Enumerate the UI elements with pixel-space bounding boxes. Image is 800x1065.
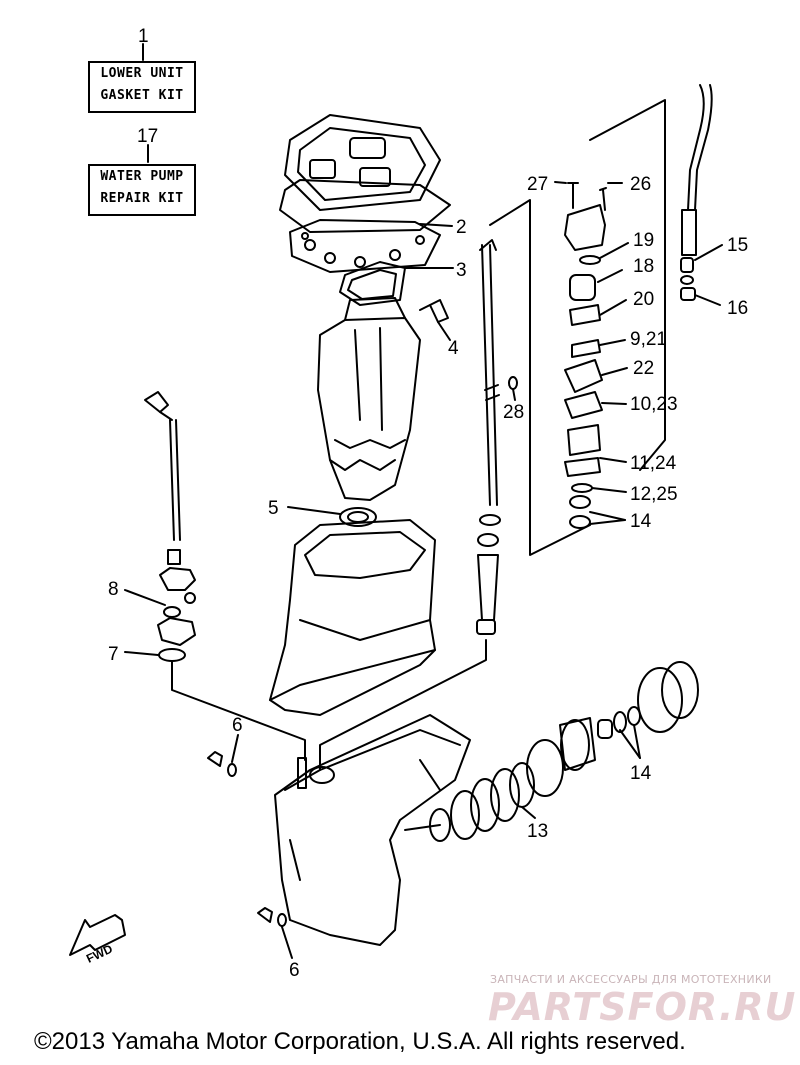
kit-1-line2: GASKET KIT: [100, 88, 184, 103]
upper-casing: [317, 297, 421, 501]
watermark-brand: PARTSFOR.RU: [488, 985, 797, 1029]
kit-17-line1: WATER PUMP: [100, 169, 184, 184]
water-tube: [680, 84, 713, 301]
callout-14-upper: 14: [630, 511, 652, 532]
kit-17-line2: REPAIR KIT: [100, 191, 184, 206]
callout-11-24: 11,24: [630, 453, 677, 474]
drive-shaft: [476, 239, 501, 635]
callout-8: 8: [108, 579, 119, 600]
callout-4: 4: [448, 338, 459, 359]
callout-22: 22: [633, 358, 654, 379]
callout-16: 16: [727, 298, 748, 319]
gasket-3: [339, 261, 406, 306]
callout-20: 20: [633, 289, 654, 310]
gasket-plate-top: [279, 114, 451, 233]
callout-1: 1: [138, 26, 149, 47]
callout-26: 26: [630, 174, 651, 195]
callout-10-23: 10,23: [630, 394, 678, 415]
kit-1-line1: LOWER UNIT: [100, 66, 184, 81]
callout-14-lower: 14: [630, 763, 652, 784]
fwd-arrow-icon: [69, 914, 126, 956]
callout-28: 28: [503, 402, 524, 423]
bolt-6-lower: [257, 907, 287, 927]
callout-5: 5: [268, 498, 279, 519]
callout-9-21: 9,21: [630, 329, 667, 350]
water-pump-repair-kit-label: WATER PUMP REPAIR KIT: [88, 164, 196, 216]
bolt-6-upper: [207, 751, 237, 777]
callout-12-25: 12,25: [630, 484, 678, 505]
callout-6-upper: 6: [232, 715, 243, 736]
extension-housing: [269, 519, 436, 716]
water-pump-assembly: [564, 182, 607, 529]
lower-unit-casing: [274, 714, 471, 946]
callout-18: 18: [633, 256, 654, 277]
callout-13: 13: [527, 821, 548, 842]
callout-19: 19: [633, 230, 654, 251]
callout-27: 27: [527, 174, 548, 195]
shift-rod-assembly: [144, 391, 196, 662]
callout-2: 2: [456, 217, 467, 238]
copyright-notice: ©2013 Yamaha Motor Corporation, U.S.A. A…: [34, 1028, 686, 1055]
gasket-2: [289, 219, 441, 273]
callout-7: 7: [108, 644, 119, 665]
callout-6-lower: 6: [289, 960, 300, 981]
watermark-tagline: ЗАПЧАСТИ И АКСЕССУАРЫ ДЛЯ МОТОТЕХНИКИ: [490, 973, 772, 986]
propeller-shaft-parts: [404, 661, 699, 842]
callout-15: 15: [727, 235, 748, 256]
callout-3: 3: [456, 260, 467, 281]
lower-unit-gasket-kit-label: LOWER UNIT GASKET KIT: [88, 61, 196, 113]
part-4-clip: [419, 299, 449, 323]
callout-17: 17: [137, 126, 158, 147]
